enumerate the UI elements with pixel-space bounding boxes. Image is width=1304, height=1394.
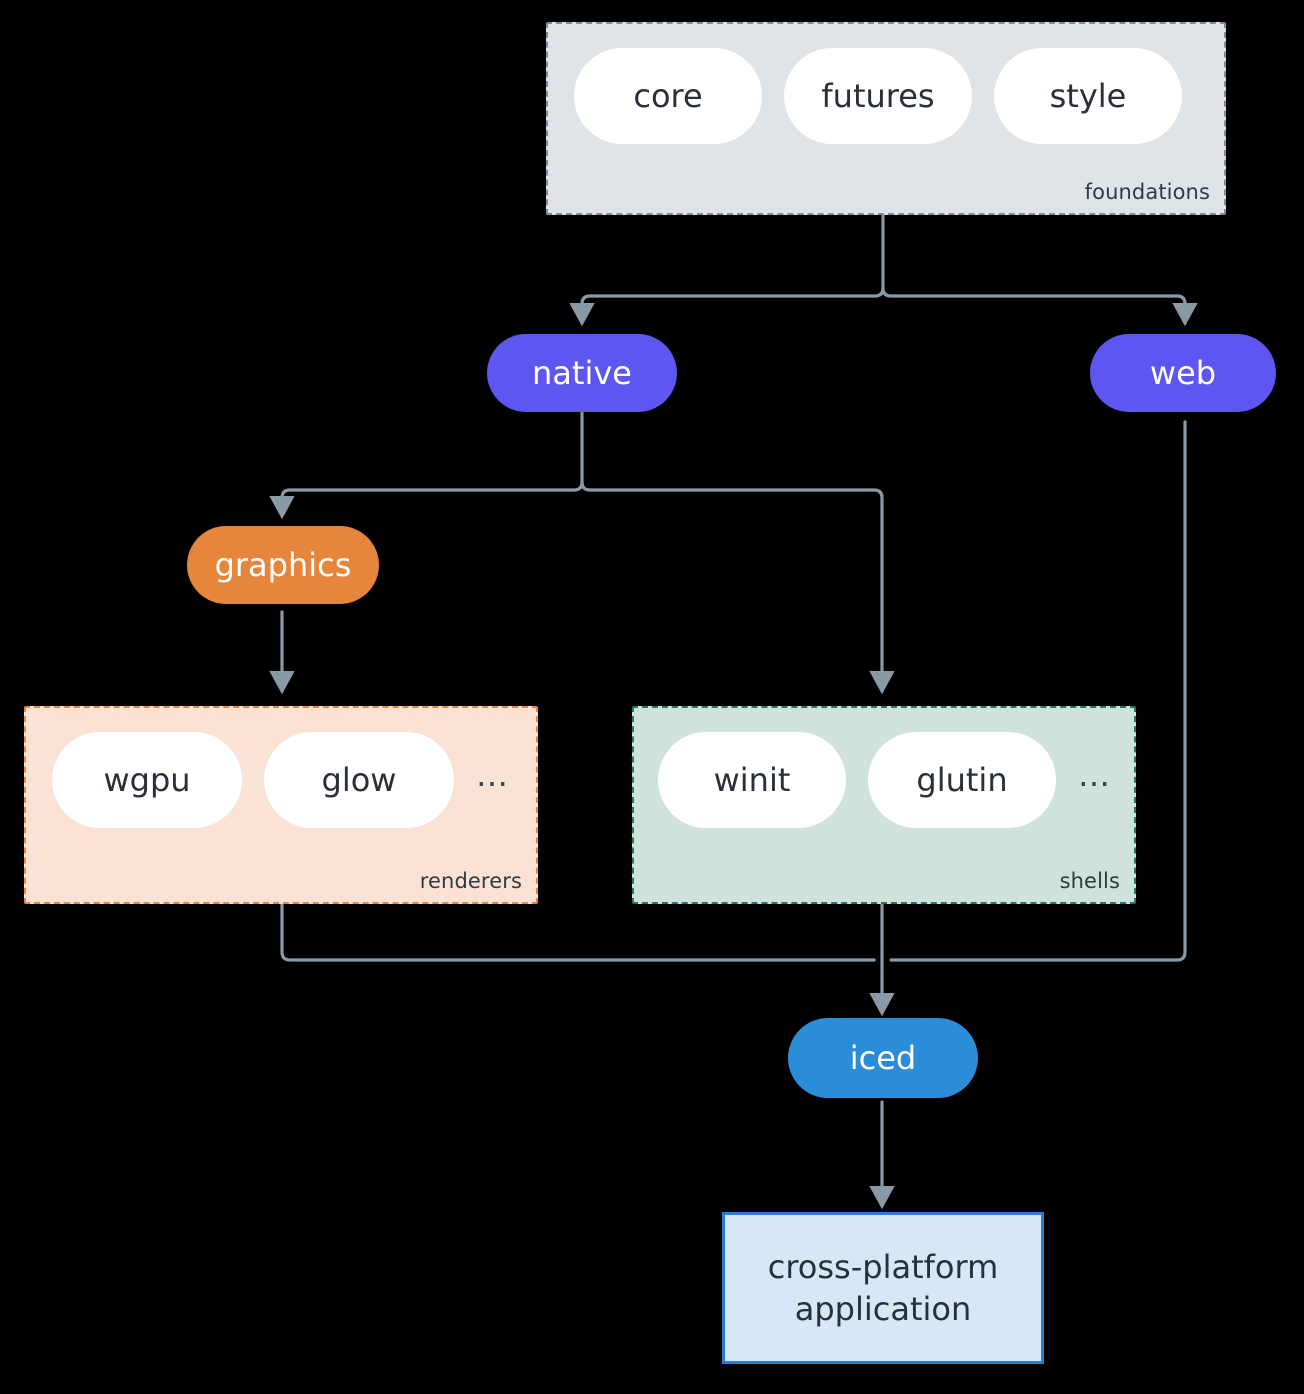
renderers-more-indicator: … — [476, 756, 509, 794]
node-native-label: native — [532, 354, 632, 392]
node-graphics[interactable]: graphics — [187, 526, 379, 604]
node-glow[interactable]: glow — [264, 732, 454, 828]
cluster-renderers: wgpu glow … renderers — [24, 706, 538, 904]
node-iced-label: iced — [849, 1039, 917, 1077]
node-style[interactable]: style — [994, 48, 1182, 144]
cluster-shells-label: shells — [1059, 869, 1120, 893]
edge-foundations-to-native — [569, 286, 885, 327]
node-style-label: style — [1049, 77, 1127, 115]
node-glow-label: glow — [321, 761, 397, 799]
node-native[interactable]: native — [487, 334, 677, 412]
node-winit-label: winit — [713, 761, 791, 799]
cluster-foundations: core futures style foundations — [546, 22, 1226, 215]
cluster-renderers-label: renderers — [419, 869, 522, 893]
node-iced[interactable]: iced — [788, 1018, 978, 1098]
node-graphics-label: graphics — [214, 546, 352, 584]
cluster-foundations-label: foundations — [1084, 180, 1210, 204]
node-wgpu-label: wgpu — [103, 761, 191, 799]
edge-native-to-shells — [580, 480, 895, 695]
node-glutin-label: glutin — [916, 761, 1008, 799]
node-winit[interactable]: winit — [658, 732, 846, 828]
node-core-label: core — [633, 77, 703, 115]
application-label-line2: application — [794, 1290, 972, 1328]
node-futures[interactable]: futures — [784, 48, 972, 144]
node-core[interactable]: core — [574, 48, 762, 144]
node-application[interactable]: cross-platform application — [722, 1212, 1044, 1364]
edge-renderers-to-iced — [280, 902, 876, 962]
cluster-shells: winit glutin … shells — [632, 706, 1136, 904]
node-futures-label: futures — [821, 77, 935, 115]
node-glutin[interactable]: glutin — [868, 732, 1056, 828]
node-web[interactable]: web — [1090, 334, 1276, 412]
edge-native-to-graphics — [269, 480, 584, 520]
application-label-line1: cross-platform — [767, 1247, 999, 1286]
edge-foundations-to-web — [881, 286, 1198, 327]
node-web-label: web — [1149, 354, 1217, 392]
shells-more-indicator: … — [1078, 756, 1111, 794]
node-wgpu[interactable]: wgpu — [52, 732, 242, 828]
